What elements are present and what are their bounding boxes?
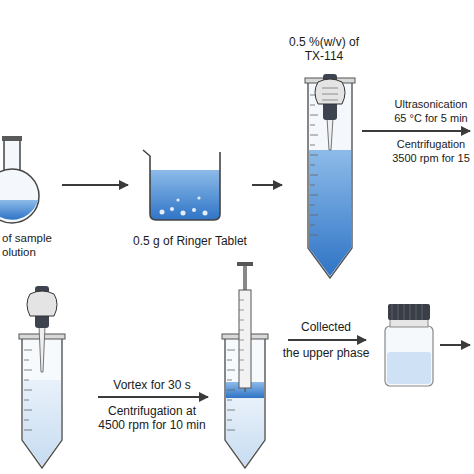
pipette-tip	[327, 118, 333, 150]
process-step: 0.5 %(w/v) of TX-114	[282, 34, 366, 280]
beaker-liquid	[150, 170, 220, 220]
bubble	[197, 196, 200, 199]
step-caption: 0.5 %(w/v) of TX-114	[284, 35, 364, 63]
process-arrow	[62, 184, 128, 186]
syringe-plunger	[243, 266, 247, 292]
syringe	[237, 262, 253, 392]
gloved-hand	[315, 79, 345, 104]
vial-neck	[390, 319, 428, 327]
flask	[0, 136, 39, 223]
step-caption: of sample olution	[2, 231, 60, 259]
bubble	[203, 211, 208, 216]
hand-fingers	[322, 88, 338, 100]
beaker	[143, 150, 220, 220]
process-arrow	[98, 396, 208, 398]
process-step: 0.5 g of Ringer Tablet	[128, 145, 252, 249]
process-arrow	[362, 130, 470, 132]
graduation	[24, 350, 32, 430]
step-caption: 0.5 g of Ringer Tablet	[130, 234, 250, 248]
process-condition: Centrifugation 3500 rpm for 15	[389, 137, 473, 165]
process-condition: Ultrasonication 65 °C for 5 min	[390, 97, 472, 125]
bubble	[176, 198, 179, 201]
process-condition: Centrifugation at 4500 rpm for 10 min	[95, 404, 209, 432]
pipette-tip	[39, 326, 45, 372]
syringe-thumb	[237, 262, 253, 266]
flask-body	[0, 169, 39, 223]
bubble	[181, 211, 186, 216]
lower-phase	[226, 398, 264, 466]
graduation	[239, 300, 244, 370]
process-condition: Collected	[285, 320, 367, 334]
graduation	[310, 95, 318, 235]
bubble	[160, 210, 165, 215]
bubble	[170, 207, 174, 211]
tube-liquid	[309, 150, 351, 276]
vial-liquid	[387, 352, 431, 384]
bubble	[192, 208, 196, 212]
flask-stopper	[2, 136, 22, 141]
process-arrow	[252, 184, 282, 186]
beaker-outline	[143, 150, 220, 220]
process-arrow	[440, 344, 470, 346]
process-condition: Vortex for 30 s	[95, 378, 209, 392]
syringe-barrel	[239, 290, 251, 388]
process-step: of sample olution	[0, 140, 62, 260]
vial-cap	[388, 304, 430, 320]
centrifuge-tube	[19, 286, 65, 468]
tube-liquid	[23, 380, 61, 466]
process-condition: the upper phase	[280, 346, 372, 360]
vial	[385, 304, 433, 386]
gloved-hand	[27, 291, 57, 316]
pipette	[315, 74, 345, 150]
cap-ridges	[392, 304, 422, 320]
process-arrow	[288, 339, 366, 341]
vial-body	[385, 326, 433, 386]
flask-liquid	[0, 200, 38, 220]
graduation	[227, 350, 235, 430]
syringe-needle	[244, 388, 245, 392]
